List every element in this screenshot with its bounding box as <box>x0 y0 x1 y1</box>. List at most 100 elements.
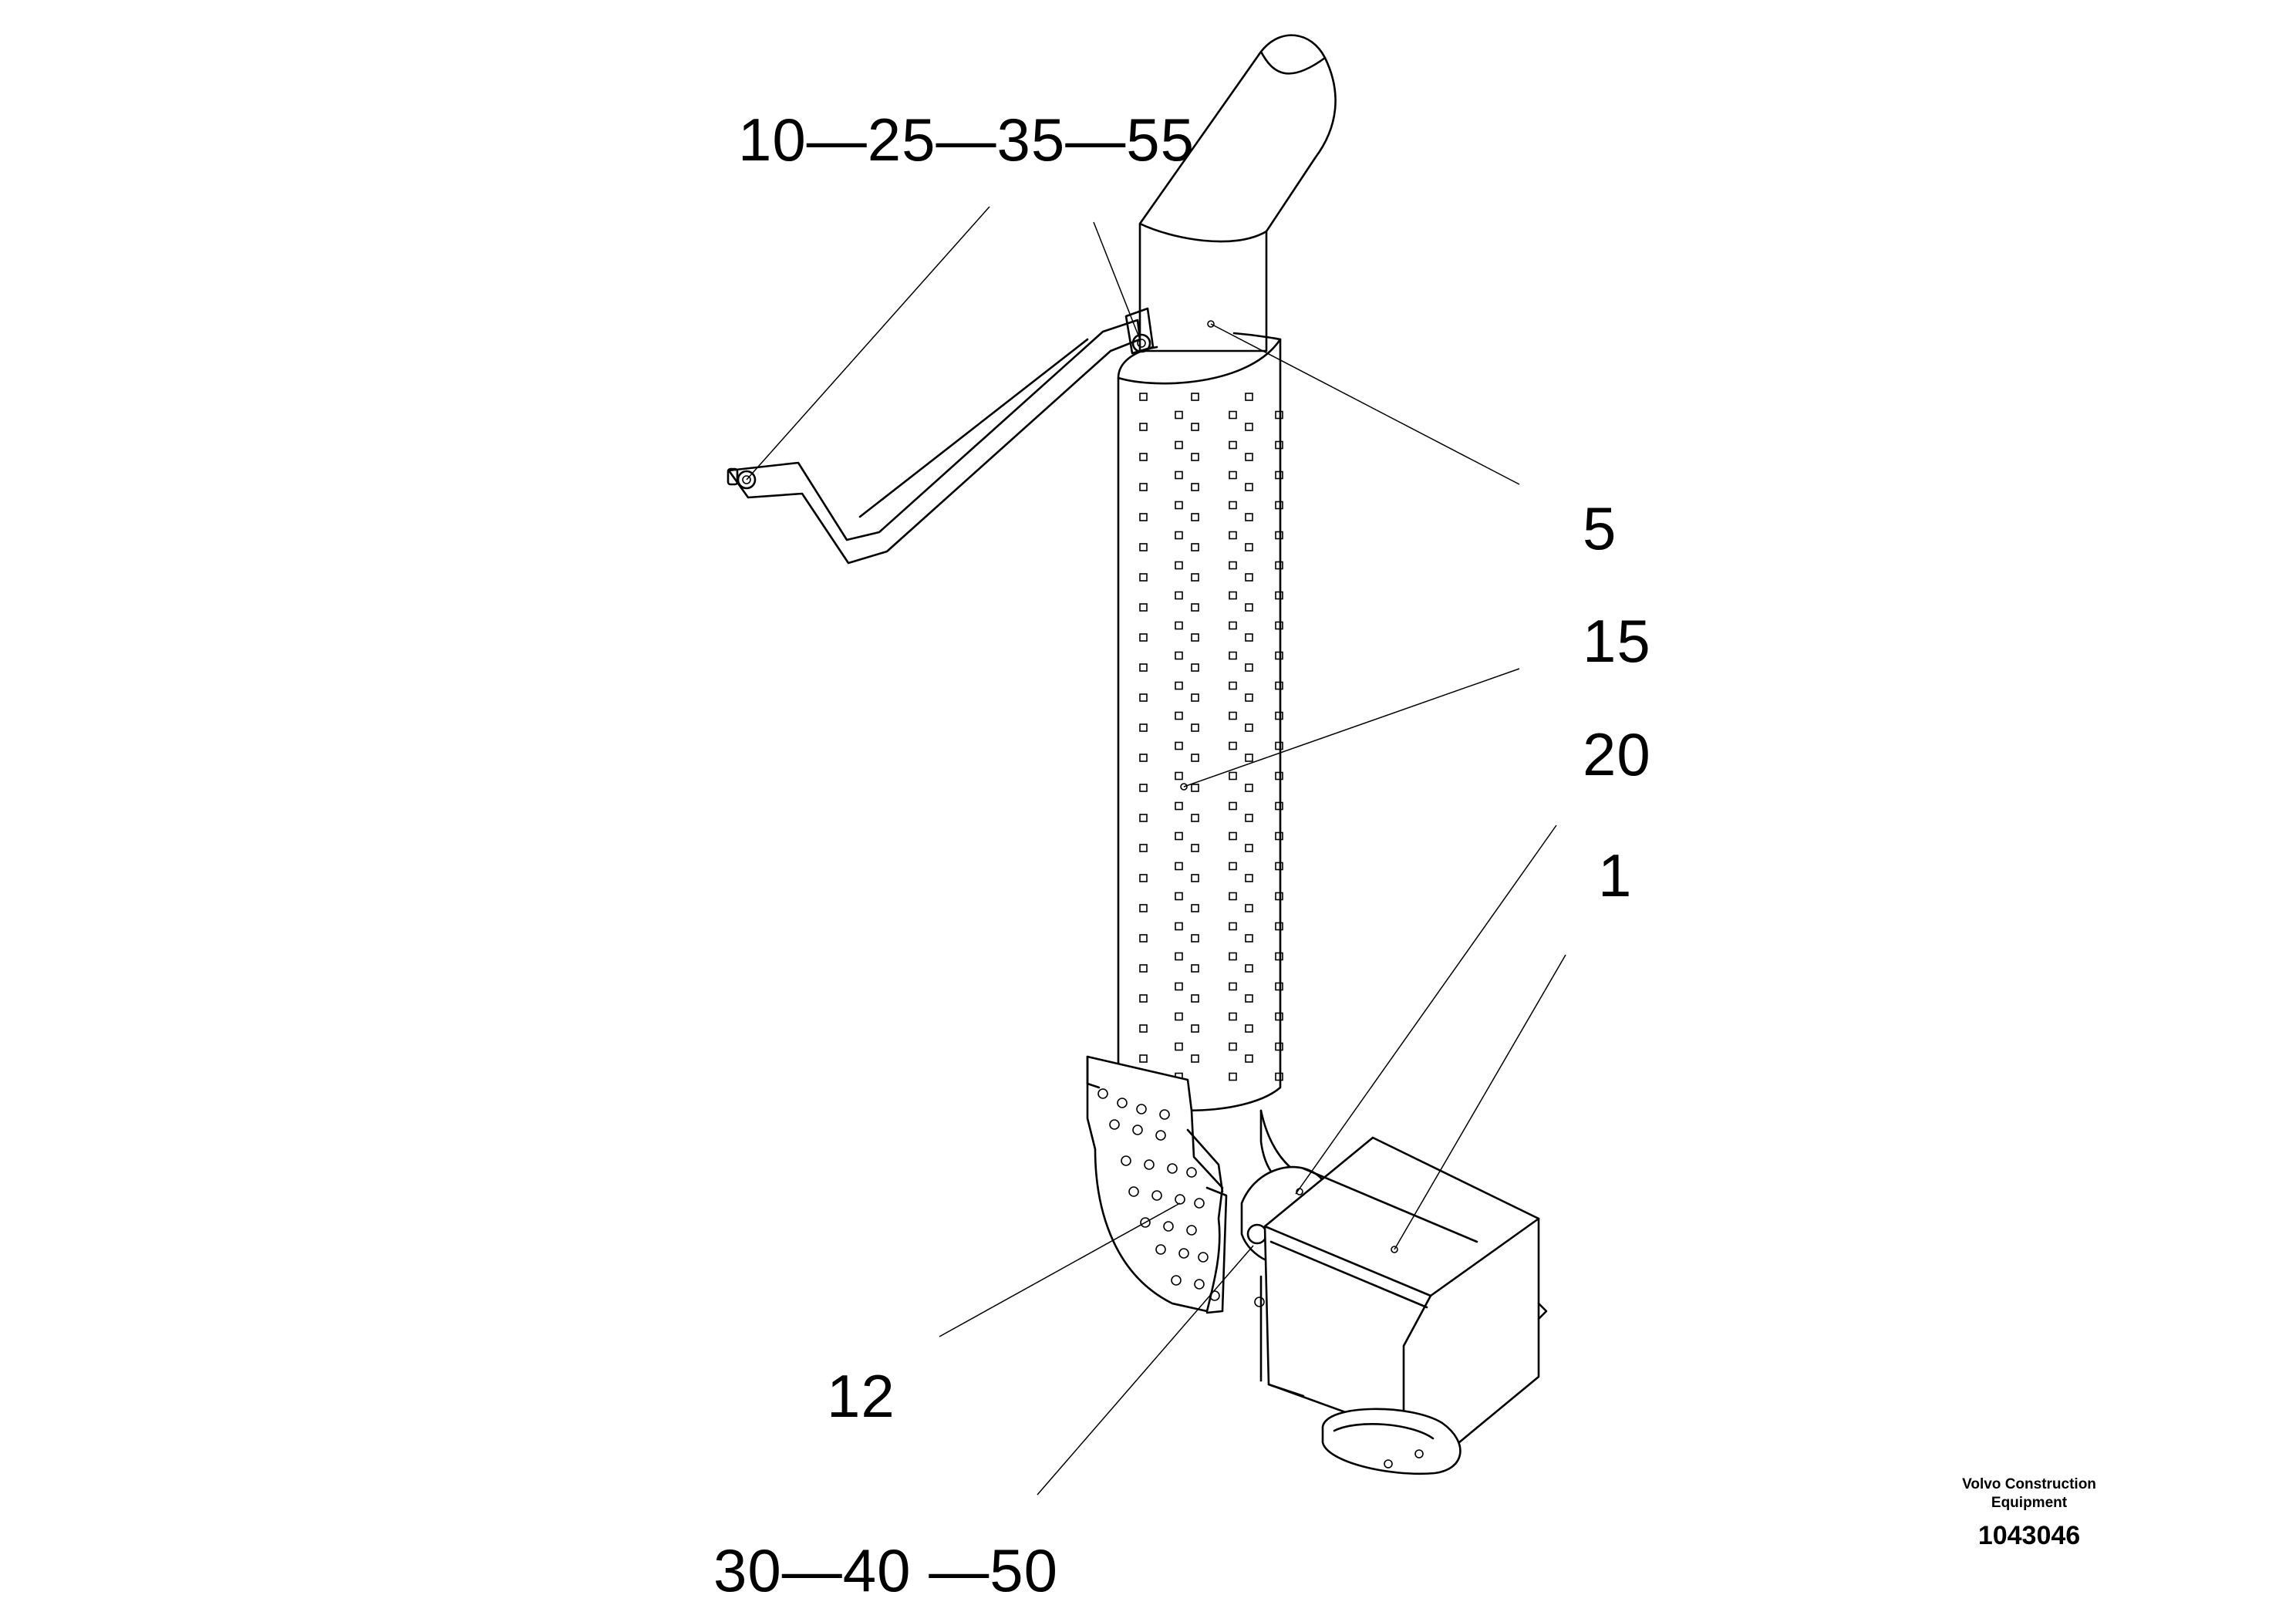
perforation-hole <box>1229 591 1237 600</box>
perforation-hole <box>1245 964 1253 973</box>
document-number: 1043046 <box>1978 1521 2080 1550</box>
perforation-hole <box>1175 711 1183 720</box>
perforation-hole <box>1139 964 1148 973</box>
shield-perforations <box>1139 393 1283 1081</box>
perforation-hole <box>1191 663 1199 672</box>
perforation-hole <box>1175 591 1183 600</box>
perforation-hole <box>1229 892 1237 901</box>
perforation-hole <box>1229 922 1237 931</box>
perforation-hole <box>1175 771 1183 781</box>
perforation-hole <box>1139 453 1148 461</box>
exhaust-pipe-top <box>1138 34 1337 352</box>
perforation-hole <box>1229 1012 1237 1021</box>
plate-hole <box>1194 1279 1205 1290</box>
plate-hole <box>1171 1275 1182 1286</box>
plate-hole <box>1132 1125 1143 1135</box>
perforation-hole <box>1275 771 1283 781</box>
perforation-hole <box>1175 561 1183 570</box>
perforated-heat-shield <box>1117 332 1283 1111</box>
perforation-hole <box>1229 1042 1237 1051</box>
perforation-hole <box>1191 994 1199 1003</box>
perforation-hole <box>1175 892 1183 901</box>
perforation-hole <box>1229 982 1237 991</box>
plate-hole <box>1194 1198 1205 1209</box>
perforation-hole <box>1175 862 1183 871</box>
perforation-hole <box>1139 874 1148 882</box>
perforation-hole <box>1245 1024 1253 1033</box>
perforation-hole <box>1191 874 1199 882</box>
perforation-hole <box>1229 440 1237 450</box>
perforation-hole <box>1229 621 1237 630</box>
callout-30-40-50: 30—40 —50 <box>713 1536 1058 1604</box>
plate-hole <box>1109 1119 1120 1130</box>
perforation-hole <box>1191 573 1199 582</box>
perforation-hole <box>1229 862 1237 871</box>
perforation-hole <box>1175 531 1183 540</box>
plate-hole <box>1163 1221 1174 1232</box>
perforation-hole <box>1175 952 1183 961</box>
plate-hole <box>1159 1109 1170 1120</box>
perforation-hole <box>1191 693 1199 702</box>
perforation-hole <box>1191 1054 1199 1063</box>
perforation-hole <box>1175 470 1183 480</box>
perforation-hole <box>1275 922 1283 931</box>
plate-hole <box>1140 1217 1151 1228</box>
guard-plate-holes <box>1097 1088 1220 1301</box>
perforation-hole <box>1175 982 1183 991</box>
perforation-hole <box>1245 754 1253 762</box>
plate-hole <box>1117 1098 1128 1108</box>
perforation-hole <box>1275 470 1283 480</box>
perforation-hole <box>1245 994 1253 1003</box>
perforation-hole <box>1245 603 1253 612</box>
perforation-hole <box>1191 633 1199 642</box>
perforation-hole <box>1245 393 1253 401</box>
callout-20: 20 <box>1583 720 1651 788</box>
perforation-hole <box>1175 801 1183 811</box>
perforation-hole <box>1245 633 1253 642</box>
perforation-hole <box>1175 621 1183 630</box>
perforation-hole <box>1191 754 1199 762</box>
perforation-hole <box>1245 814 1253 822</box>
perforation-hole <box>1175 1012 1183 1021</box>
perforation-hole <box>1275 440 1283 450</box>
perforation-hole <box>1275 831 1283 841</box>
perforation-hole <box>1245 423 1253 431</box>
perforation-hole <box>1245 844 1253 852</box>
perforation-hole <box>1229 771 1237 781</box>
perforation-hole <box>1139 423 1148 431</box>
perforation-hole <box>1191 934 1199 943</box>
perforation-hole <box>1275 561 1283 570</box>
perforation-hole <box>1139 784 1148 792</box>
plate-hole <box>1155 1244 1166 1255</box>
perforation-hole <box>1139 754 1148 762</box>
perforation-hole <box>1191 723 1199 732</box>
perforation-hole <box>1229 470 1237 480</box>
perforation-hole <box>1275 982 1283 991</box>
perforation-hole <box>1245 453 1253 461</box>
perforation-hole <box>1139 723 1148 732</box>
perforation-hole <box>1191 483 1199 491</box>
plate-hole <box>1178 1248 1189 1259</box>
perforation-hole <box>1139 603 1148 612</box>
perforation-hole <box>1245 904 1253 912</box>
callout-12: 12 <box>827 1362 895 1430</box>
plate-hole <box>1144 1159 1155 1170</box>
perforation-hole <box>1275 741 1283 750</box>
perforation-hole <box>1175 741 1183 750</box>
perforation-hole <box>1191 543 1199 551</box>
perforation-hole <box>1191 784 1199 792</box>
plate-hole <box>1186 1167 1197 1178</box>
perforation-hole <box>1229 531 1237 540</box>
perforation-hole <box>1191 393 1199 401</box>
perforation-hole <box>1245 543 1253 551</box>
perforation-hole <box>1139 483 1148 491</box>
perforation-hole <box>1275 1072 1283 1081</box>
perforation-hole <box>1191 513 1199 521</box>
perforation-hole <box>1139 693 1148 702</box>
perforation-hole <box>1245 874 1253 882</box>
perforation-hole <box>1245 573 1253 582</box>
callout-1: 1 <box>1598 841 1632 909</box>
perforation-hole <box>1275 892 1283 901</box>
plate-hole <box>1128 1186 1139 1197</box>
callout-15: 15 <box>1583 607 1651 675</box>
